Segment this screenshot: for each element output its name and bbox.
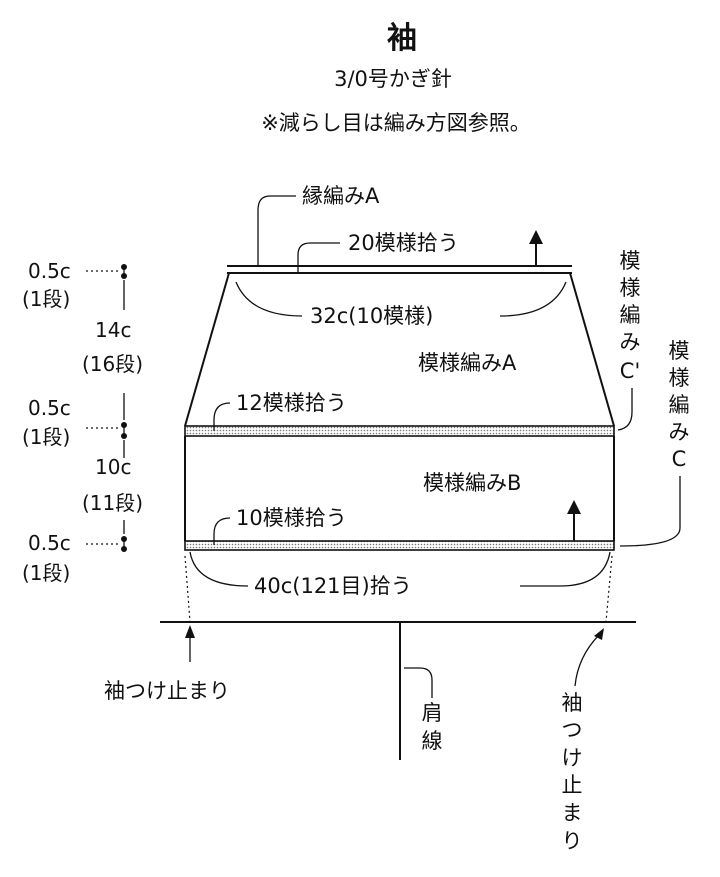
pattern-c-char-4: C [672, 447, 687, 471]
sleeve-stop-right-char-1: つ [562, 718, 583, 742]
pattern-c-prime-char-4: C' [620, 359, 640, 383]
pattern-c-leader [619, 476, 681, 547]
lower-body-size: 10c [95, 455, 131, 479]
pattern-c-prime-char-0: 模 [620, 249, 641, 273]
sleeve-stop-left-arrow [185, 625, 195, 662]
sleeve-stop-right-char-3: 止 [562, 773, 583, 797]
left-drop-line [184, 555, 191, 623]
pattern-b-label: 模様編みB [423, 471, 521, 495]
edge-pattern-a-leader [257, 195, 296, 266]
sleeve-stop-right-arrow [574, 628, 604, 687]
upper-body-size: 14c [95, 318, 131, 342]
width-40-left-arc [189, 551, 249, 587]
pattern-a-label: 模様編みA [418, 351, 517, 375]
sleeve-stop-right-label: 袖 つ け 止 ま り [562, 691, 583, 853]
shoulder-line-label: 肩 線 [422, 701, 443, 753]
pattern-c-char-1: 様 [669, 366, 690, 390]
pickup-12-label: 12模様拾う [236, 391, 347, 415]
pickup-arrow-bottom [567, 500, 581, 541]
left-measurements: 0.5c (1段) 14c (16段) 0.5c (1段) 10c (11段) … [22, 259, 143, 585]
upper-body-rows: (16段) [82, 352, 143, 376]
pattern-c-char-3: み [669, 420, 690, 444]
pattern-c-label: 模 様 編 み C [669, 339, 690, 471]
right-slope [569, 272, 615, 427]
pickup-20-label: 20模様拾う [348, 231, 459, 255]
top-edge-size: 0.5c [28, 259, 71, 283]
edge-pattern-a-label: 縁編みA [302, 184, 380, 208]
hook-size: 3/0号かぎ針 [334, 67, 452, 91]
width-32-right-arc [499, 281, 567, 317]
sleeve-stop-left-label: 袖つけ止まり [104, 679, 230, 703]
pickup-12-leader [213, 402, 231, 431]
lower-body-rows: (11段) [82, 491, 143, 515]
width-40-right-arc [559, 551, 611, 587]
pattern-c-prime-char-1: 様 [620, 276, 641, 300]
pickup-10-label: 10模様拾う [236, 506, 347, 530]
decrease-note: ※減らし目は編み方図参照。 [261, 111, 531, 135]
pattern-c-prime-char-2: 編 [620, 303, 641, 327]
sleeve-stop-right-char-4: ま [562, 801, 583, 825]
sleeve-stop-right-char-2: け [562, 746, 583, 770]
left-slope [184, 272, 230, 427]
pattern-c-prime-char-3: み [620, 330, 641, 354]
shoulder-line-char-1: 線 [422, 729, 443, 753]
sleeve-stop-right-char-5: り [562, 829, 583, 853]
mid-edge-size: 0.5c [28, 396, 71, 420]
pickup-20-leader [297, 242, 340, 273]
right-drop-line [605, 555, 613, 623]
middle-band [184, 425, 615, 437]
shoulder-line-leader [404, 667, 433, 698]
pickup-10-leader [213, 517, 231, 545]
mid-edge-rows: (1段) [22, 425, 70, 449]
diagram-title: 袖 [387, 21, 417, 56]
pattern-c-char-2: 編 [669, 393, 690, 417]
pattern-c-prime-leader [617, 388, 633, 431]
pattern-c-prime-label: 模 様 編 み C' [620, 249, 641, 383]
bottom-band [184, 540, 615, 551]
sleeve-stop-right-char-0: 袖 [562, 691, 583, 715]
sleeve-body [184, 265, 615, 551]
top-edge-rows: (1段) [22, 287, 70, 311]
width-32-label: 32c(10模様) [310, 304, 433, 328]
pattern-c-char-0: 模 [669, 339, 690, 363]
bottom-edge-rows: (1段) [22, 561, 70, 585]
bottom-edge-size: 0.5c [28, 531, 71, 555]
pickup-arrow-top [529, 230, 543, 266]
width-32-left-arc [235, 281, 303, 317]
shoulder-line-char-0: 肩 [422, 701, 443, 725]
width-40-label: 40c(121目)拾う [254, 574, 412, 598]
